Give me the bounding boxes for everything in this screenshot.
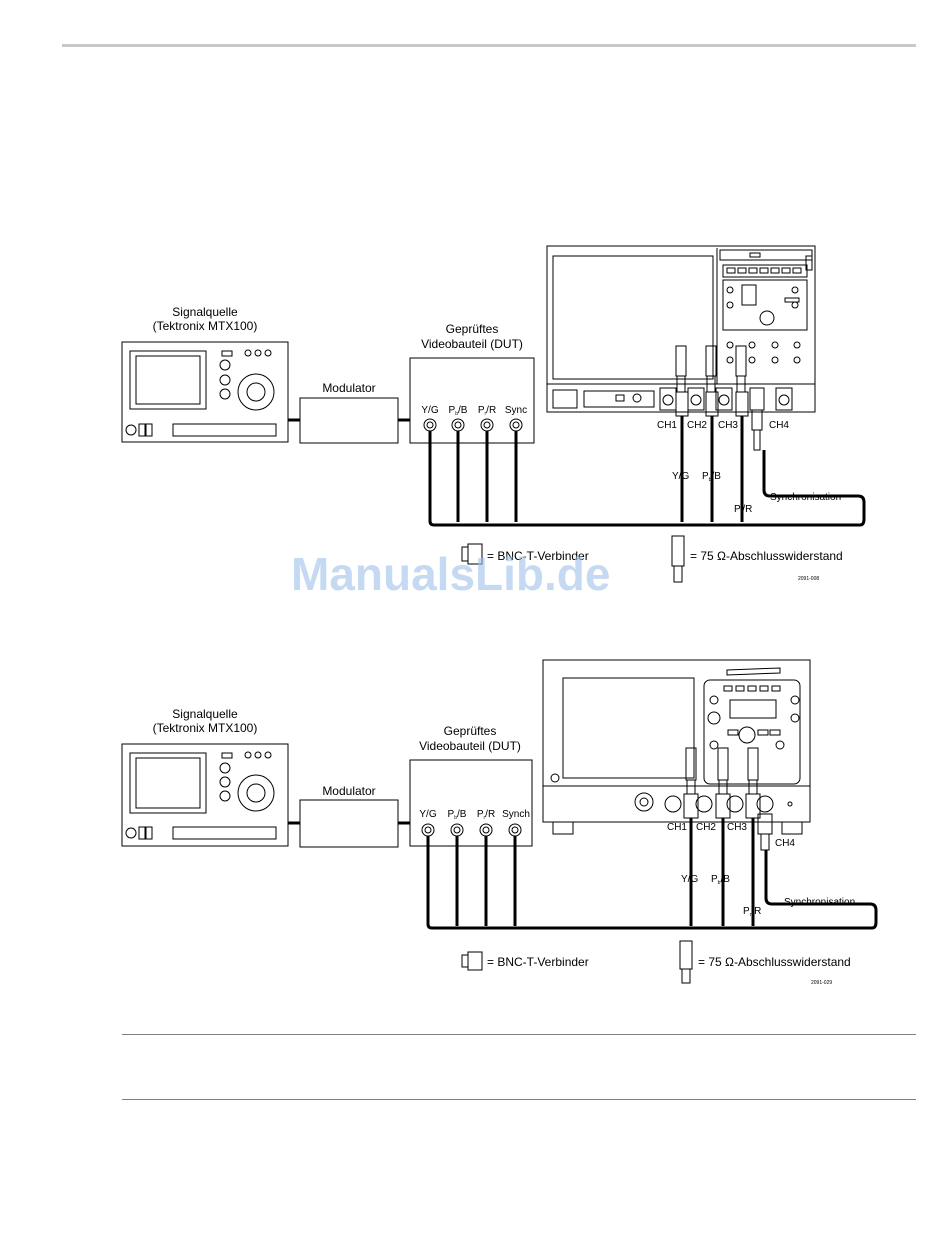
cable-yg-label: Y/G bbox=[681, 874, 698, 885]
ch2-connector bbox=[687, 387, 705, 411]
watermark: ManualsLib.de bbox=[291, 548, 610, 600]
terminator-icon bbox=[717, 747, 729, 781]
legend-bnc-tee-icon bbox=[461, 954, 469, 968]
figure-id: 2091-008 bbox=[798, 576, 819, 582]
ch4-label: CH4 bbox=[769, 420, 789, 431]
port-pb: Pb/B bbox=[449, 405, 468, 417]
ch3-connector bbox=[726, 795, 744, 813]
port-pr: Pr/R bbox=[478, 405, 496, 417]
port-pb: Pb/B bbox=[448, 809, 467, 821]
ch4-label: CH4 bbox=[775, 838, 795, 849]
ch4-connector bbox=[775, 387, 793, 411]
sync-label: Synchronisation bbox=[770, 492, 841, 503]
diagram-1-labels: Signalquelle (Tektronix MTX100) Modulato… bbox=[153, 305, 843, 582]
legend-tee-label: = BNC-T-Verbinder bbox=[487, 549, 589, 563]
cable-yg-label: Y/G bbox=[672, 471, 689, 482]
port-yg: Y/G bbox=[419, 809, 436, 820]
legend-terminator-icon bbox=[671, 535, 685, 567]
power-icon bbox=[125, 827, 137, 839]
bnc-tee-icon bbox=[715, 793, 731, 819]
ch1-connector bbox=[659, 387, 677, 411]
dut-label-line2: Videobauteil (DUT) bbox=[421, 337, 523, 351]
cables bbox=[428, 416, 866, 527]
dut-box bbox=[409, 759, 533, 847]
source-label: Signalquelle bbox=[172, 707, 238, 721]
cable-pr-label: Pr/R bbox=[734, 504, 752, 516]
terminator-icon bbox=[705, 345, 717, 377]
port-sync: Synch bbox=[502, 809, 530, 820]
port-sync: Sync bbox=[505, 405, 527, 416]
figure-id: 2091-029 bbox=[811, 980, 832, 986]
cable-pb-label: Pb/B bbox=[702, 471, 721, 483]
signal-source-screen bbox=[129, 350, 207, 410]
legend-tee-label: = BNC-T-Verbinder bbox=[487, 955, 589, 969]
ch1-label: CH1 bbox=[667, 822, 687, 833]
scope-screen bbox=[552, 255, 714, 380]
modulator-box bbox=[299, 799, 399, 848]
diagram-2-labels: Signalquelle (Tektronix MTX100) Modulato… bbox=[153, 707, 856, 986]
divider-rule bbox=[122, 1034, 916, 1035]
dial-icon bbox=[237, 774, 275, 812]
legend-term-label: = 75 Ω-Abschlusswiderstand bbox=[698, 955, 851, 969]
source-label: Signalquelle bbox=[172, 305, 238, 319]
dut-box bbox=[409, 357, 535, 444]
sync-label: Synchronisation bbox=[784, 897, 855, 908]
diagram-2 bbox=[121, 659, 878, 984]
port-yg: Y/G bbox=[421, 405, 438, 416]
source-model: (Tektronix MTX100) bbox=[153, 319, 258, 333]
cables bbox=[426, 818, 878, 930]
ch3-label: CH3 bbox=[727, 822, 747, 833]
divider-rule bbox=[122, 1099, 916, 1100]
dut-label-line1: Geprüftes bbox=[446, 322, 499, 336]
modulator-box bbox=[299, 397, 399, 444]
ch2-connector bbox=[695, 795, 713, 813]
power-icon bbox=[125, 424, 137, 436]
port-pr: Pr/R bbox=[477, 809, 495, 821]
scope-screen bbox=[562, 677, 695, 779]
ch4-connector bbox=[756, 795, 774, 813]
diagram-1 bbox=[121, 245, 866, 583]
signal-source-screen bbox=[129, 752, 207, 814]
terminator-icon bbox=[747, 747, 759, 781]
ch2-label: CH2 bbox=[687, 420, 707, 431]
dial-icon bbox=[237, 373, 275, 411]
dut-label-line2: Videobauteil (DUT) bbox=[419, 739, 521, 753]
ch3-connector bbox=[715, 387, 733, 411]
dut-label-line1: Geprüftes bbox=[444, 724, 497, 738]
ch1-connector bbox=[664, 795, 682, 813]
header-rule bbox=[62, 44, 916, 47]
oscilloscope bbox=[542, 659, 811, 823]
cable-pr-label: Pr/R bbox=[743, 906, 761, 918]
ch2-label: CH2 bbox=[696, 822, 716, 833]
signal-source-device bbox=[121, 341, 289, 443]
modulator-label: Modulator bbox=[322, 784, 375, 798]
signal-source-device bbox=[121, 743, 289, 847]
cable-pb-label: Pb/B bbox=[711, 874, 730, 886]
legend-term-label: = 75 Ω-Abschlusswiderstand bbox=[690, 549, 843, 563]
source-model: (Tektronix MTX100) bbox=[153, 721, 258, 735]
modulator-label: Modulator bbox=[322, 381, 375, 395]
ch1-label: CH1 bbox=[657, 420, 677, 431]
ch3-label: CH3 bbox=[718, 420, 738, 431]
terminator-icon bbox=[735, 345, 747, 377]
legend-terminator-icon bbox=[679, 940, 693, 970]
oscilloscope bbox=[546, 245, 816, 413]
terminator-icon bbox=[675, 345, 687, 377]
